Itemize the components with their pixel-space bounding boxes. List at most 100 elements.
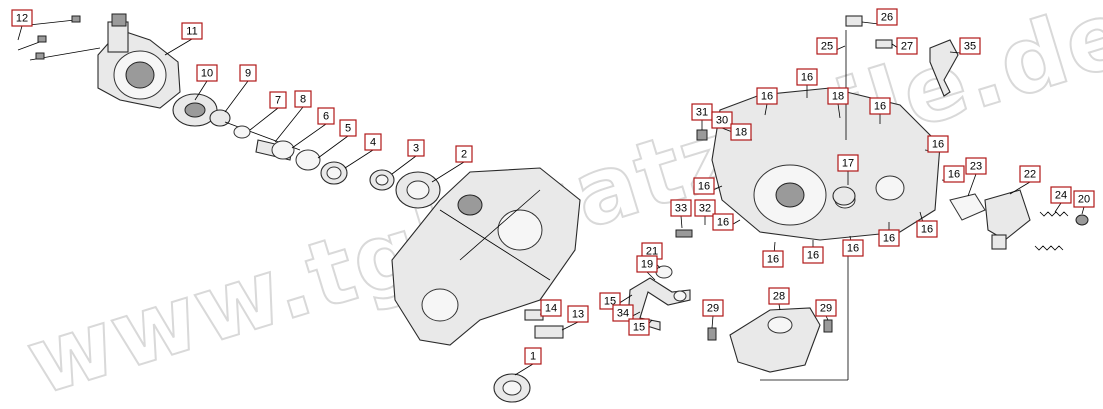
callout-leader <box>194 80 208 101</box>
callout-label: 16 <box>883 233 895 245</box>
callout-35: 35 <box>959 37 981 55</box>
callout-box <box>896 37 918 55</box>
callout-label: 17 <box>842 158 854 170</box>
callout-label: 5 <box>345 123 351 135</box>
callout-label: 8 <box>300 94 306 106</box>
callout-box <box>11 9 33 27</box>
callout-label: 7 <box>275 95 281 107</box>
callout-15b: 15 <box>628 318 650 336</box>
callout-leader <box>561 321 579 331</box>
callout-label: 35 <box>964 41 976 53</box>
callout-leader <box>837 103 841 119</box>
gasket-23-part <box>949 193 986 221</box>
ring-7-part <box>233 125 251 139</box>
callout-14: 14 <box>540 299 562 317</box>
callout-box <box>943 165 965 183</box>
callout-5: 5 <box>339 119 357 137</box>
callout-box <box>796 68 818 86</box>
callout-box <box>916 220 938 238</box>
callout-label: 22 <box>1024 169 1036 181</box>
callout-box <box>612 304 634 322</box>
seal-4-part <box>320 161 348 185</box>
callout-box <box>196 64 218 82</box>
bearing-1-part <box>493 373 531 403</box>
callout-leader <box>224 80 249 113</box>
callout-16b: 16 <box>796 68 818 86</box>
bolt-31-part <box>696 129 708 141</box>
ring-6-part <box>271 140 295 160</box>
callout-label: 6 <box>323 111 329 123</box>
callout-label: 1 <box>530 351 536 363</box>
callout-32: 32 <box>694 199 716 217</box>
callout-19: 19 <box>636 255 658 273</box>
callout-label: 16 <box>761 91 773 103</box>
callout-box <box>455 145 473 163</box>
water-pipe-part <box>627 265 691 331</box>
callout-label: 25 <box>821 41 833 53</box>
callout-label: 16 <box>801 72 813 84</box>
callout-label: 23 <box>970 161 982 173</box>
callout-box <box>816 37 838 55</box>
callout-label: 10 <box>201 68 213 80</box>
callout-label: 26 <box>881 12 893 24</box>
callout-box <box>927 135 949 153</box>
nut-20-part <box>1075 214 1089 226</box>
callout-label: 16 <box>847 243 859 255</box>
thermostat-22-part <box>984 189 1031 250</box>
callout-box <box>1050 186 1072 204</box>
callout-10: 10 <box>196 64 218 82</box>
callout-16c: 16 <box>869 97 891 115</box>
callout-leader <box>680 215 683 229</box>
callout-27: 27 <box>896 37 918 55</box>
callout-box <box>540 299 562 317</box>
crankcase-part <box>391 167 581 346</box>
callout-leader <box>317 135 349 159</box>
callout-box <box>815 299 837 317</box>
callout-12: 12 <box>11 9 33 27</box>
seal-5-part <box>295 149 321 171</box>
water-pump-part <box>729 307 821 373</box>
callout-box <box>730 123 752 141</box>
callout-16i: 16 <box>802 246 824 264</box>
callout-leader <box>344 149 374 169</box>
bolt-29a-part <box>707 327 717 341</box>
callout-box <box>842 239 864 257</box>
sensor-35-part <box>929 39 959 97</box>
callout-18a: 18 <box>827 87 849 105</box>
callout-label: 24 <box>1055 190 1067 202</box>
callout-box <box>869 97 891 115</box>
impeller-part <box>172 93 218 127</box>
callout-leader <box>164 38 193 56</box>
callout-13: 13 <box>567 305 589 323</box>
callout-leader <box>646 271 656 281</box>
callout-label: 12 <box>16 13 28 25</box>
bearing-2-part <box>395 171 441 209</box>
callout-label: 16 <box>698 181 710 193</box>
callout-label: 21 <box>646 246 658 258</box>
callout-label: 28 <box>773 291 785 303</box>
callout-11: 11 <box>181 22 203 40</box>
callout-label: 16 <box>767 254 779 266</box>
callout-box <box>670 199 692 217</box>
callout-box <box>364 133 382 151</box>
callout-label: 16 <box>948 169 960 181</box>
callout-28: 28 <box>768 287 790 305</box>
callout-box <box>567 305 589 323</box>
callout-label: 27 <box>901 41 913 53</box>
callout-2: 2 <box>455 145 473 163</box>
callout-16h: 16 <box>762 250 784 268</box>
callout-label: 29 <box>820 303 832 315</box>
callout-box <box>876 8 898 26</box>
callout-box <box>181 22 203 40</box>
callout-4: 4 <box>364 133 382 151</box>
callout-label: 16 <box>717 217 729 229</box>
dowel-13-part <box>534 325 564 339</box>
callout-box <box>702 299 724 317</box>
callout-box <box>636 255 658 273</box>
callout-label: 16 <box>807 250 819 262</box>
callout-20: 20 <box>1073 190 1095 208</box>
callout-label: 32 <box>699 203 711 215</box>
callout-1: 1 <box>524 347 542 365</box>
